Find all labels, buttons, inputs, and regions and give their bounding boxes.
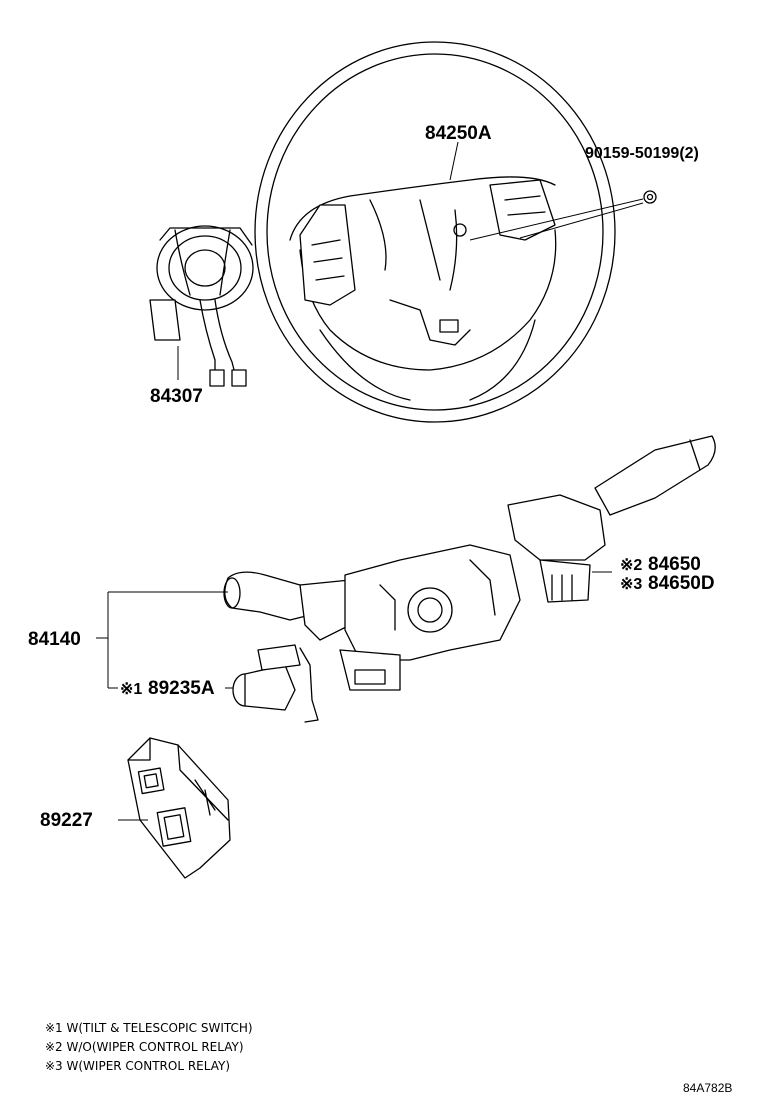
label-89235A: 89235A (148, 678, 215, 699)
label-84650: 84650 (648, 554, 701, 575)
mark-2: ※2 (620, 557, 642, 574)
label-84250A: 84250A (425, 123, 492, 144)
tilt-switch-drawing (232, 644, 319, 723)
label-90159: 90159-50199(2) (585, 145, 699, 162)
figure-code: 84A782B (683, 1081, 732, 1095)
label-84650D: 84650D (648, 573, 715, 594)
mark-1: ※1 (120, 681, 142, 698)
label-84307: 84307 (150, 386, 203, 407)
spiral-cable-drawing (149, 225, 254, 387)
note-3: ※3 W(WIPER CONTROL RELAY) (45, 1059, 230, 1073)
label-89227: 89227 (40, 810, 93, 831)
note-1: ※1 W(TILT & TELESCOPIC SWITCH) (45, 1021, 253, 1035)
note-2: ※2 W/O(WIPER CONTROL RELAY) (45, 1040, 244, 1054)
bracket-84140 (96, 591, 228, 689)
screw-drawing (469, 190, 657, 241)
mark-3: ※3 (620, 576, 642, 593)
relay-module-drawing (127, 737, 231, 879)
label-84140: 84140 (28, 629, 81, 650)
leader-84250A (449, 141, 459, 181)
combination-switch-drawing (223, 435, 716, 691)
steering-wheel-drawing (254, 41, 616, 423)
